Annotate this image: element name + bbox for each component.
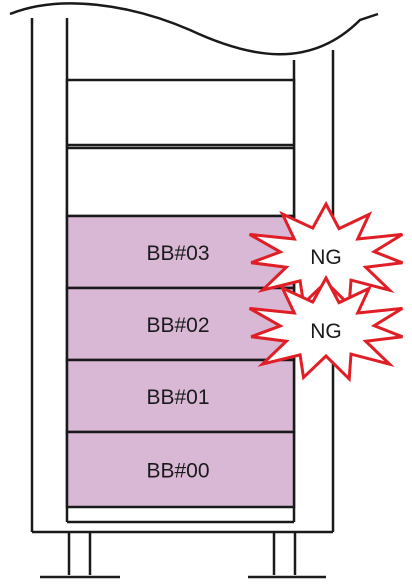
slot-slot-5	[65, 78, 296, 147]
building-block-label: BB#02	[146, 314, 209, 337]
cabinet-cut-line	[9, 2, 379, 56]
ng-burst-bb03: NG	[248, 200, 404, 309]
building-block-panel	[65, 358, 296, 434]
building-block-label: BB#00	[146, 460, 209, 483]
building-block-panel	[65, 286, 296, 362]
slot-bb01: BB#01	[65, 358, 296, 434]
slot-bb00: BB#00	[65, 430, 296, 509]
rack-feet	[40, 532, 326, 579]
ng-alerts: NG NG	[248, 200, 404, 383]
empty-slot-panel	[65, 78, 296, 147]
burst-shape	[248, 274, 404, 383]
building-block-panel	[65, 430, 296, 509]
left-foot	[40, 532, 120, 579]
slot-bb03: BB#03	[65, 214, 296, 290]
building-block-label: BB#03	[146, 242, 209, 265]
right-foot	[248, 532, 326, 579]
ng-label: NG	[310, 320, 342, 343]
empty-slot-panel	[65, 146, 296, 218]
slot-slot-4	[65, 146, 296, 218]
building-block-label: BB#01	[146, 386, 209, 409]
ng-burst-bb02: NG	[248, 274, 404, 383]
slot-bb02: BB#02	[65, 286, 296, 362]
ng-label: NG	[310, 246, 342, 269]
